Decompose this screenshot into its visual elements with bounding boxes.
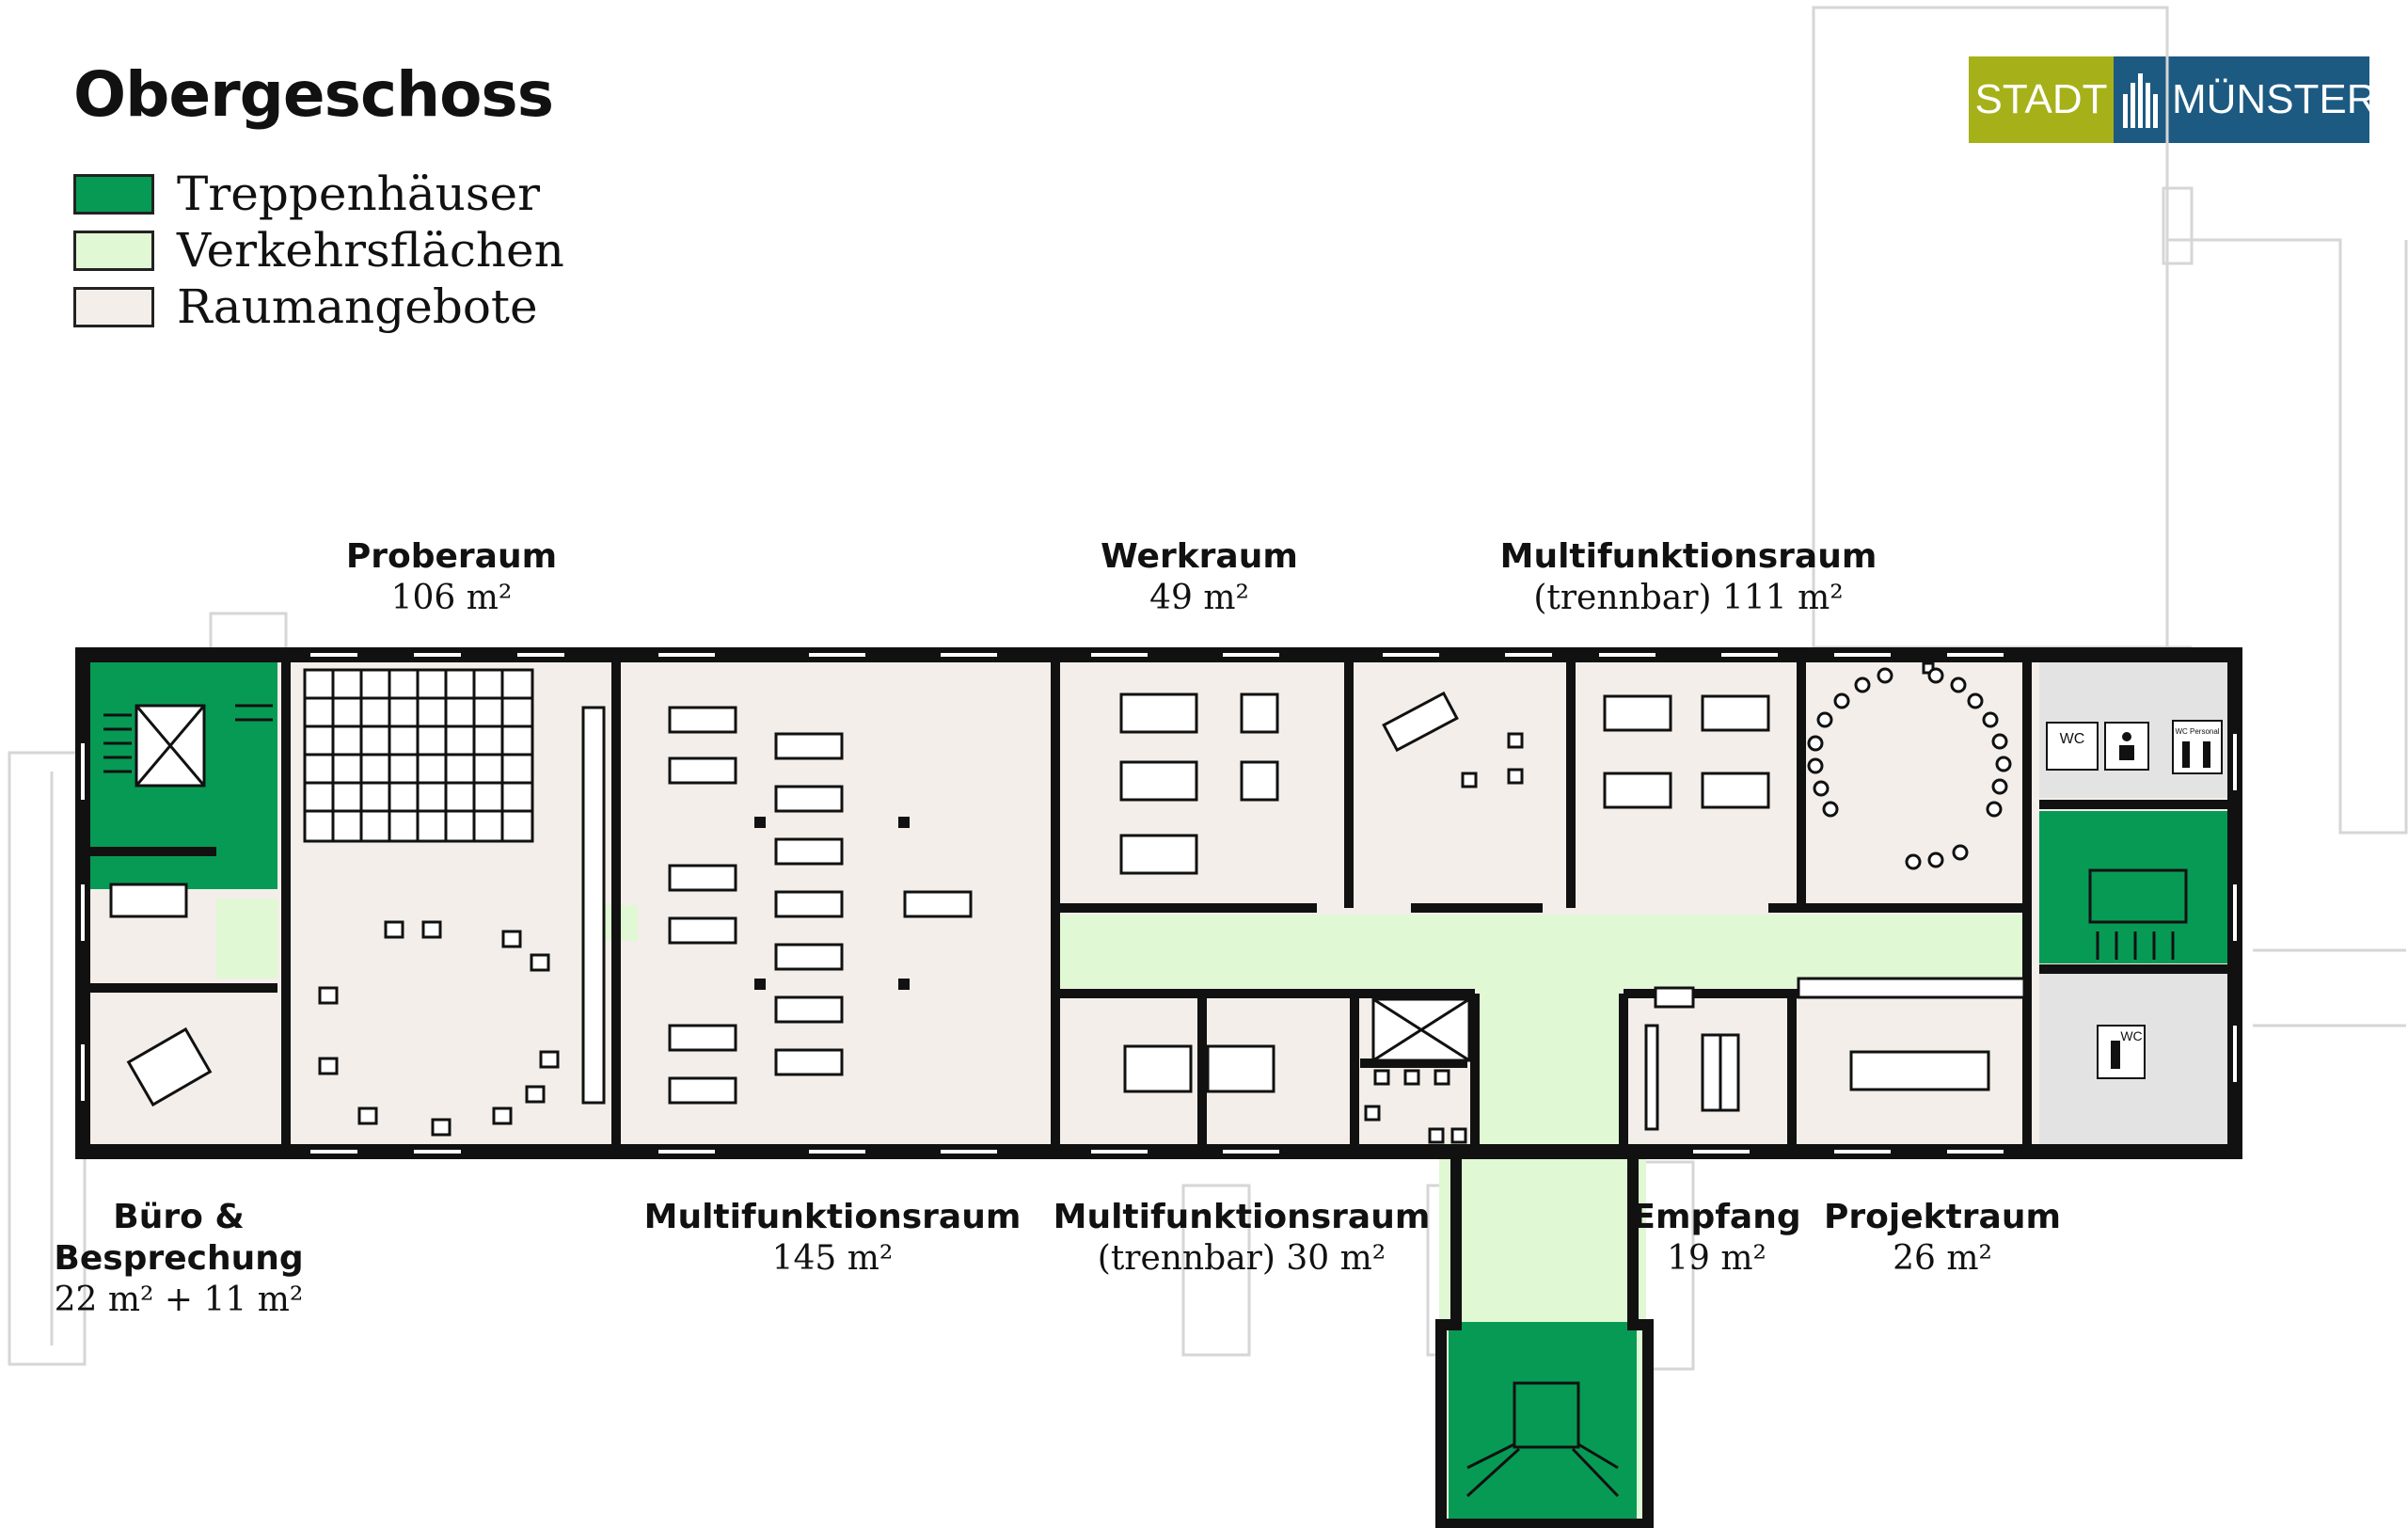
label-projektraum-name: Projektraum: [1824, 1198, 2061, 1236]
legend-item-rooms: Raumangebote: [73, 279, 564, 335]
label-multi-top-name: Multifunktionsraum: [1499, 537, 1877, 576]
logo-right: MÜNSTER: [2114, 56, 2377, 143]
label-buero-name2: Besprechung: [54, 1239, 304, 1278]
legend-item-stairs: Treppenhäuser: [73, 166, 564, 222]
label-multi-30-name: Multifunktionsraum: [1053, 1198, 1431, 1236]
label-multi-145-area: 145 m²: [771, 1239, 894, 1278]
label-proberaum-name: Proberaum: [345, 537, 558, 576]
lift: [1364, 997, 1471, 1144]
label-proberaum: Proberaum 106 m²: [310, 536, 593, 619]
legend-swatch-stairs: [73, 173, 154, 215]
legend: Treppenhäuser Verkehrsflächen Raumangebo…: [73, 166, 564, 335]
werkraum-tables: [1119, 692, 1279, 1093]
label-buero-area: 22 m² + 11 m²: [54, 1281, 304, 1319]
multi-top-tables: [1382, 661, 1935, 809]
wc-staff-text: WC Personal: [2175, 727, 2219, 736]
legend-item-circulation: Verkehrsflächen: [73, 222, 564, 279]
stage-bench: [581, 706, 606, 1105]
buero-furniture: [109, 883, 213, 1107]
legend-swatch-rooms: [73, 286, 154, 327]
label-empfang-area: 19 m²: [1667, 1239, 1766, 1278]
stair-south-steps: [1465, 1381, 1620, 1498]
label-multi-30-area: (trennbar) 30 m²: [1097, 1239, 1386, 1278]
label-empfang-name: Empfang: [1632, 1198, 1801, 1236]
legend-swatch-circulation: [73, 230, 154, 271]
west-corridor: [216, 899, 277, 979]
label-buero: Büro & Besprechung 22 m² + 11 m²: [38, 1197, 320, 1321]
label-multi-30: Multifunktionsraum (trennbar) 30 m²: [1044, 1197, 1439, 1280]
label-werkraum-area: 49 m²: [1149, 579, 1249, 617]
windows: [81, 653, 2237, 1154]
wc-sign-text-2: WC: [2120, 1028, 2142, 1043]
logo-right-text: MÜNSTER: [2172, 76, 2377, 122]
staff-wc-icon: WC Personal: [2172, 720, 2223, 774]
label-multi-top-area: (trennbar) 111 m²: [1533, 579, 1844, 617]
columns: [754, 817, 910, 990]
stadt-muenster-logo: STADT MÜNSTER: [1969, 56, 2377, 143]
wc-women-icon: WC: [2097, 1025, 2146, 1079]
label-proberaum-area: 106 m²: [390, 579, 513, 617]
page-title: Obergeschoss: [73, 58, 554, 131]
wc-accessible-icon: WC: [2046, 722, 2099, 771]
main-corridor: [1055, 915, 2024, 988]
staircase-south: [1449, 1322, 1637, 1520]
logo-left: STADT: [1969, 56, 2114, 143]
label-multi-145: Multifunktionsraum 145 m²: [635, 1197, 1030, 1280]
label-projektraum: Projektraum 26 m²: [1806, 1197, 2079, 1280]
label-multi-top: Multifunktionsraum (trennbar) 111 m²: [1481, 536, 1895, 619]
label-werkraum-name: Werkraum: [1101, 537, 1298, 576]
projektraum-table: [1797, 977, 2026, 1091]
seating-circle: [1807, 667, 2012, 870]
empfang-furniture: [1644, 986, 1740, 1131]
label-empfang: Empfang 19 m²: [1618, 1197, 1815, 1280]
label-buero-name1: Büro &: [113, 1198, 245, 1236]
label-projektraum-area: 26 m²: [1893, 1239, 1992, 1278]
cathedral-pipes-icon: [2123, 72, 2161, 128]
label-werkraum: Werkraum 49 m²: [1058, 536, 1340, 619]
baby-changing-icon: [2104, 722, 2149, 771]
annex-walls: [1435, 1155, 1654, 1528]
legend-label-circulation: Verkehrsflächen: [177, 223, 564, 278]
wc-sign-text: WC: [2060, 731, 2085, 747]
stair-east-steps: [2088, 868, 2188, 960]
proberaum-grid: [303, 668, 534, 843]
proberaum-chairs: [318, 920, 560, 1137]
legend-label-rooms: Raumangebote: [177, 279, 538, 334]
stair-west-details: [103, 704, 273, 788]
multi145-tables: [668, 706, 973, 1105]
legend-label-stairs: Treppenhäuser: [177, 167, 541, 221]
label-multi-145-name: Multifunktionsraum: [643, 1198, 1022, 1236]
